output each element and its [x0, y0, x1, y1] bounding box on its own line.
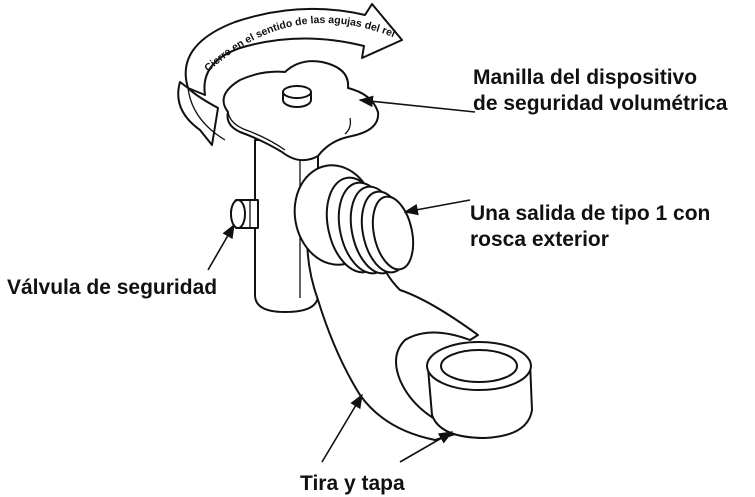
outlet-label-line2: rosca exterior	[470, 228, 609, 251]
safety-valve-leader-arrow	[207, 223, 235, 271]
safety-valve	[230, 199, 259, 229]
cap	[426, 341, 533, 439]
rotation-arrow	[177, 3, 403, 146]
outlet-leader-arrow	[403, 199, 471, 216]
handle-label-line1: Manilla del dispositivo	[473, 66, 697, 89]
handle-leader-arrow	[358, 95, 476, 113]
strap-leader-arrow	[321, 393, 363, 463]
strap-cap-label: Tira y tapa	[300, 472, 405, 495]
leader-arrows	[207, 95, 476, 463]
safety-valve-label: Válvula de seguridad	[7, 276, 217, 299]
threaded-outlet	[293, 164, 415, 275]
volumetric-handle	[222, 60, 380, 162]
outlet-label-line1: Una salida de tipo 1 con	[470, 202, 710, 225]
cap-leader-arrow	[399, 431, 454, 463]
handle-label-line2: de seguridad volumétrica	[473, 92, 728, 115]
